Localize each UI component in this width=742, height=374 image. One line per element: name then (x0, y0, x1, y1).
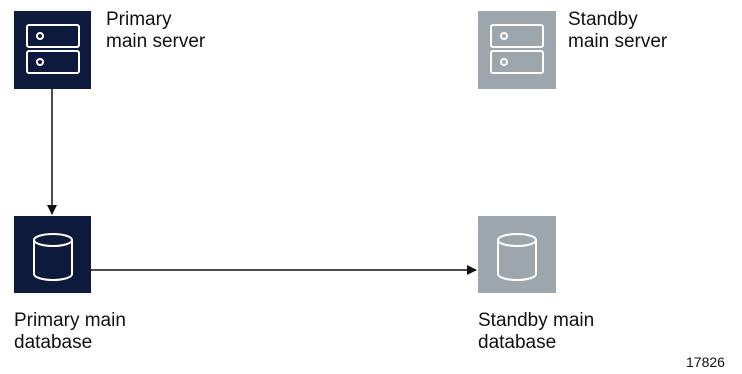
standby-database-label: Standby main database (478, 310, 595, 353)
figure-id: 17826 (686, 354, 725, 370)
server-icon (490, 24, 544, 74)
standby-database-node (478, 216, 556, 293)
primary-server-node (14, 11, 91, 89)
standby-server-node (478, 11, 556, 89)
primary-database-node (14, 216, 91, 293)
database-icon (497, 233, 537, 281)
primary-server-label: Primary main server (106, 9, 206, 52)
primary-database-label: Primary main database (14, 310, 126, 353)
database-icon (33, 233, 73, 281)
standby-server-label: Standby main server (568, 9, 668, 52)
server-icon (26, 24, 80, 74)
